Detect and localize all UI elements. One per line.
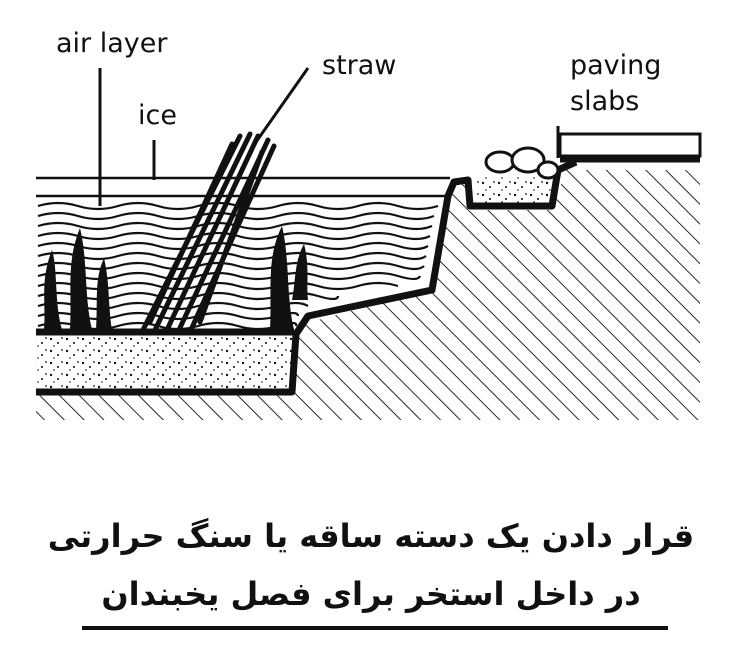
soil-hatching	[36, 170, 700, 420]
label-paving: paving	[570, 50, 662, 81]
caption-line-2: در داخل استخر برای فصل یخبندان	[101, 575, 641, 613]
label-straw: straw	[322, 50, 397, 81]
ice-surface	[36, 176, 450, 198]
label-slabs: slabs	[570, 86, 640, 117]
paving-slabs	[558, 132, 702, 163]
caption-line-1: قرار دادن یک دسته ساقه یا سنگ حرارتی	[47, 517, 695, 555]
label-ice: ice	[138, 100, 177, 131]
leader-lines	[98, 67, 560, 206]
gravel-bed	[36, 334, 294, 390]
pond-plants	[44, 226, 308, 330]
label-air-layer: air layer	[56, 28, 168, 59]
shelf-stones	[476, 146, 560, 204]
caption-underline	[82, 626, 668, 630]
